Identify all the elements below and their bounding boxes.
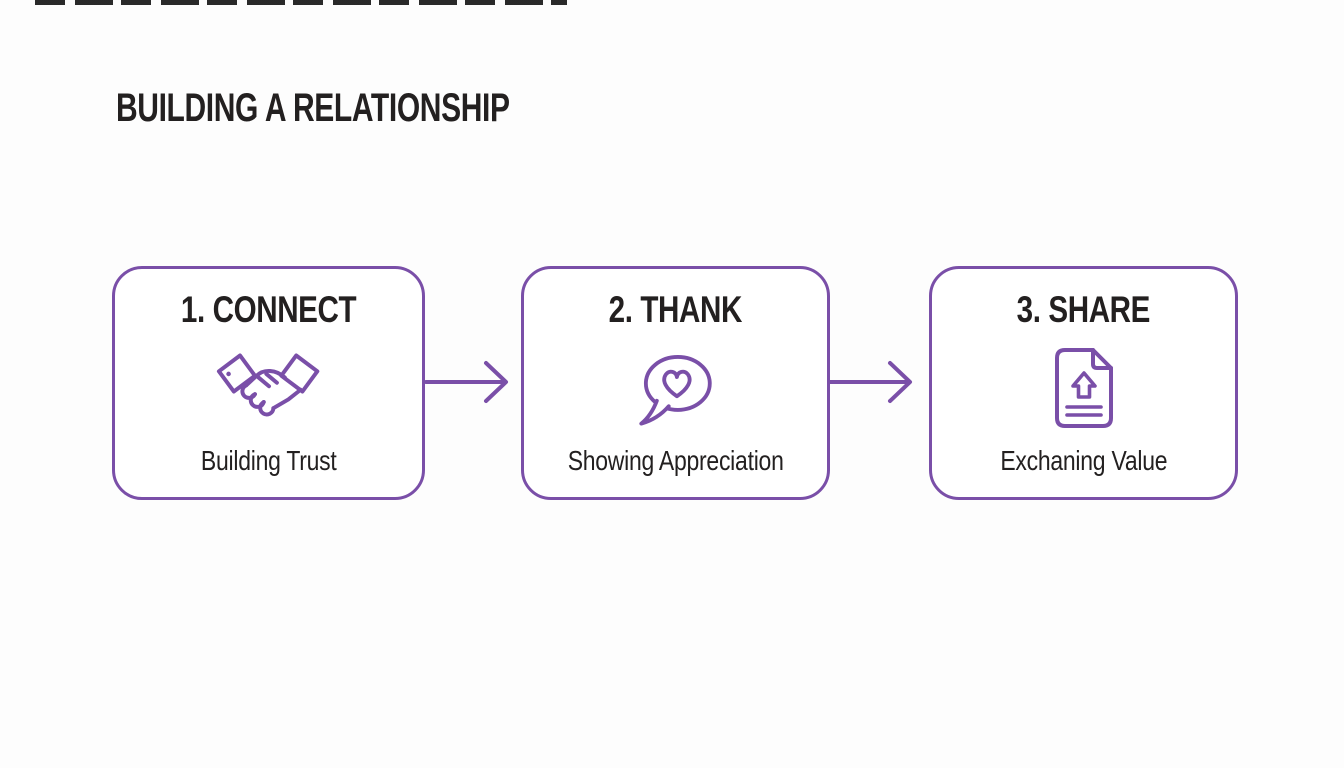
- arrow-right-icon: [424, 361, 508, 403]
- document-upload-icon: [1052, 330, 1116, 446]
- handshake-icon: [211, 330, 327, 446]
- flow-arrow-1: [424, 358, 512, 406]
- step-heading: 1. CONNECT: [180, 289, 357, 330]
- step-card-share: 3. SHARE Exchaning Value: [929, 266, 1238, 500]
- arrow-right-icon: [828, 361, 912, 403]
- step-caption: Exchaning Value: [1000, 445, 1167, 477]
- step-caption: Building Trust: [200, 445, 337, 477]
- flow-arrow-2: [828, 358, 916, 406]
- step-card-thank: 2. THANK Showing Appreciation: [521, 266, 830, 500]
- step-heading: 2. THANK: [608, 289, 743, 330]
- page-title: BUILDING A RELATIONSHIP: [116, 86, 510, 130]
- step-heading: 3. SHARE: [1016, 289, 1151, 330]
- step-caption: Showing Appreciation: [567, 445, 784, 477]
- step-card-connect: 1. CONNECT Building Trust: [112, 266, 425, 500]
- cropped-text-artifact: [35, 0, 567, 5]
- speech-bubble-heart-icon: [634, 330, 718, 446]
